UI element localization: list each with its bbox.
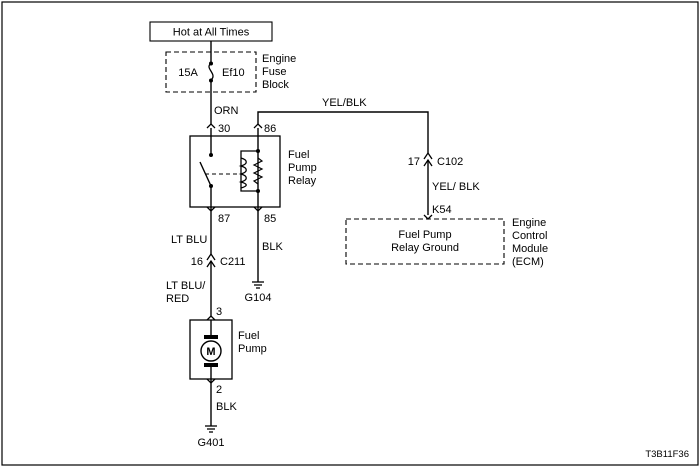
ground-g104-label: G104 [245, 292, 272, 304]
c211-id: C211 [220, 256, 245, 268]
c102-id: C102 [437, 156, 463, 168]
wire-lt-blu-red-label-1: LT BLU/ [166, 280, 206, 292]
ecm-name-1: Engine [512, 217, 546, 229]
wire-yel-blk [257, 111, 429, 153]
c102-pin: 17 [408, 156, 420, 168]
wire-lt-blu-label: LT BLU [171, 234, 207, 246]
wire-orn-label: ORN [214, 105, 239, 117]
c211-pin: 16 [191, 256, 203, 268]
ecm-box [345, 218, 505, 265]
c102-upper-icon [423, 151, 433, 160]
pin-30-arrow-icon [206, 123, 216, 129]
wire-blk-relay-label: BLK [262, 241, 283, 253]
power-source-label: Hot at All Times [173, 27, 250, 39]
relay-contact-top [209, 153, 213, 157]
relay-name-2: Pump [288, 162, 317, 174]
wire-yel-blk-label: YEL/BLK [322, 97, 367, 109]
fuse-rating: 15A [178, 67, 198, 79]
relay-name-1: Fuel [288, 149, 309, 161]
pump-pin-2: 2 [216, 384, 222, 396]
pin-86-arrow-icon [253, 123, 263, 129]
pump-name-2: Pump [238, 343, 267, 355]
relay-coil-loop [240, 150, 258, 192]
relay-resistor-icon [252, 157, 264, 185]
relay-pin-87: 87 [218, 213, 230, 225]
ecm-pin-arrow-icon [423, 214, 433, 220]
relay-name-3: Relay [288, 175, 317, 187]
wire-yel-blk-ecm-label: YEL/ BLK [432, 181, 480, 193]
fuse-block-name-2: Fuse [262, 66, 286, 78]
motor-symbol: M [206, 346, 215, 358]
relay-pin-86: 86 [264, 123, 276, 135]
ecm-pin: K54 [432, 204, 452, 216]
pump-pin-3-arrow-icon [206, 315, 216, 321]
fuse-block-name-3: Block [262, 79, 289, 91]
relay-pin-85: 85 [264, 213, 276, 225]
ecm-name-3: Module [512, 243, 548, 255]
motor-icon [200, 340, 222, 362]
fuel-pump-relay-box [189, 135, 281, 208]
ecm-name-2: Control [512, 230, 547, 242]
ecm-inner-2: Relay Ground [391, 242, 459, 254]
relay-pin-30: 30 [218, 123, 230, 135]
pump-name-1: Fuel [238, 330, 259, 342]
figure-id: T3B11F36 [645, 449, 689, 460]
relay-coil-icon [238, 157, 247, 189]
ecm-name-4: (ECM) [512, 256, 544, 268]
c211-upper-icon [206, 252, 216, 261]
fuse-block-name-1: Engine [262, 53, 296, 65]
wire-lt-blu-red-label-2: RED [166, 293, 189, 305]
pump-pin-3: 3 [216, 306, 222, 318]
wire-blk-pump-label: BLK [216, 401, 237, 413]
fuse-id: Ef10 [222, 67, 245, 79]
motor-brush-bottom [204, 363, 218, 367]
ground-g401-label: G401 [198, 437, 225, 449]
fuse-element-icon [208, 62, 214, 81]
ecm-inner-1: Fuel Pump [398, 229, 451, 241]
motor-brush-top [204, 335, 218, 339]
